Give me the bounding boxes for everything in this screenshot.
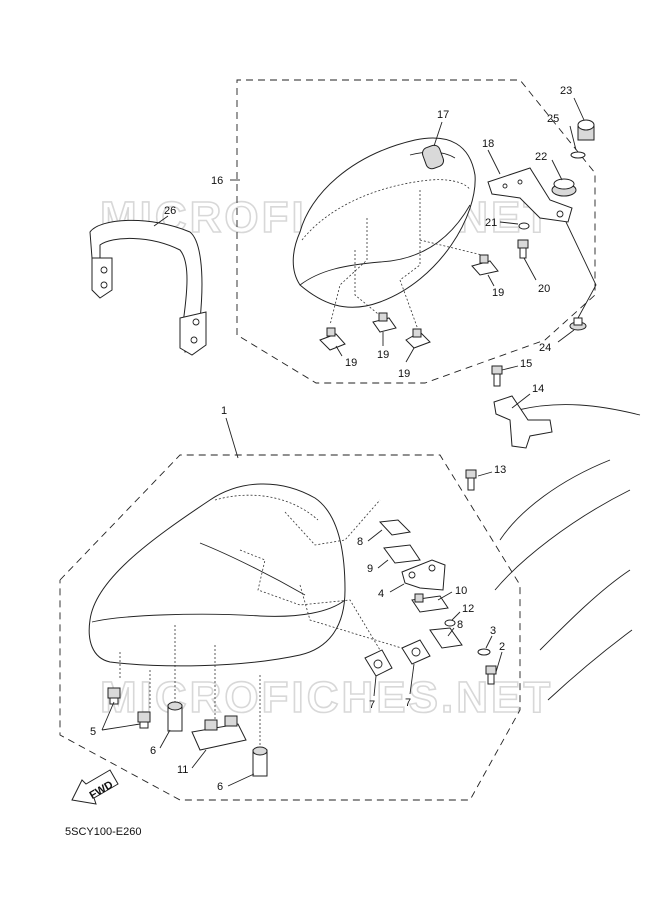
damper-7-b (401, 639, 431, 665)
callout-14: 14 (532, 383, 544, 395)
bolt-2 (485, 665, 497, 685)
callout-17: 17 (437, 109, 449, 121)
callout-19-b: 19 (377, 349, 389, 361)
bracket-10 (411, 593, 449, 613)
callout-22: 22 (535, 151, 547, 163)
callout-16: 16 (211, 175, 223, 187)
rear-bracket-18 (487, 167, 573, 223)
callout-24: 24 (539, 342, 551, 354)
callout-10: 10 (455, 585, 467, 597)
damper-6-a (167, 701, 183, 732)
callout-8-a: 8 (357, 536, 363, 548)
diagram-code: 5SCY100-E260 (65, 826, 141, 838)
damper-7-a (364, 649, 393, 677)
bolt-20 (517, 239, 529, 259)
damper-24 (569, 317, 587, 331)
damper-6-b (252, 746, 268, 777)
washer-25 (570, 151, 586, 159)
callout-26: 26 (164, 205, 176, 217)
rear-seat-group (236, 79, 597, 384)
bracket-19-c (405, 328, 431, 349)
bolt-15 (491, 365, 503, 387)
bracket-14 (493, 395, 553, 449)
rear-seat-boundary (236, 79, 596, 384)
bracket-4 (401, 559, 446, 591)
plate-8-b (429, 627, 463, 649)
callout-20: 20 (538, 283, 550, 295)
callout-1: 1 (221, 405, 227, 417)
callout-7-a: 7 (369, 699, 375, 711)
rear-seat-cushion (292, 137, 476, 308)
callout-2: 2 (499, 641, 505, 653)
washer-3 (477, 648, 491, 656)
callout-12: 12 (462, 603, 474, 615)
callout-3: 3 (490, 625, 496, 637)
bracket-19-b (372, 312, 397, 333)
rider-seat-cushion (88, 483, 346, 667)
washer-21 (518, 222, 530, 230)
fwd-arrow-icon: FWD (71, 769, 119, 805)
callout-23: 23 (560, 85, 572, 97)
callout-11: 11 (177, 764, 188, 776)
callouts: 1 2 3 4 5 6 6 7 7 8 8 9 10 (90, 85, 585, 793)
callout-6-b: 6 (217, 781, 223, 793)
callout-13: 13 (494, 464, 506, 476)
callout-8-b: 8 (457, 619, 463, 631)
grommet-22 (551, 178, 577, 197)
callout-25: 25 (547, 113, 559, 125)
seat-lock-tongue (421, 144, 445, 170)
callout-7-b: 7 (405, 697, 411, 709)
bracket-19-d (471, 254, 499, 276)
damper-5-b (137, 711, 151, 729)
callout-19-c: 19 (398, 368, 410, 380)
callout-21: 21 (485, 217, 497, 229)
callout-9: 9 (367, 563, 373, 575)
rider-seat-group (59, 454, 521, 801)
rider-seat-boundary (59, 454, 521, 801)
callout-19-d: 19 (492, 287, 504, 299)
callout-19-a: 19 (345, 357, 357, 369)
frame-group (465, 365, 641, 701)
washer-12 (444, 619, 456, 627)
bolt-13 (465, 469, 477, 491)
plate-9 (383, 544, 421, 564)
callout-6-a: 6 (150, 745, 156, 757)
plate-8-a (378, 519, 412, 536)
callout-18: 18 (482, 138, 494, 150)
damper-5-a (107, 687, 121, 705)
grab-bar-26 (89, 219, 207, 356)
callout-4: 4 (378, 588, 384, 600)
damper-11 (191, 715, 247, 751)
callout-5: 5 (90, 726, 96, 738)
callout-15: 15 (520, 358, 532, 370)
cap-nut-23 (577, 119, 595, 141)
bracket-19-a (319, 327, 346, 351)
